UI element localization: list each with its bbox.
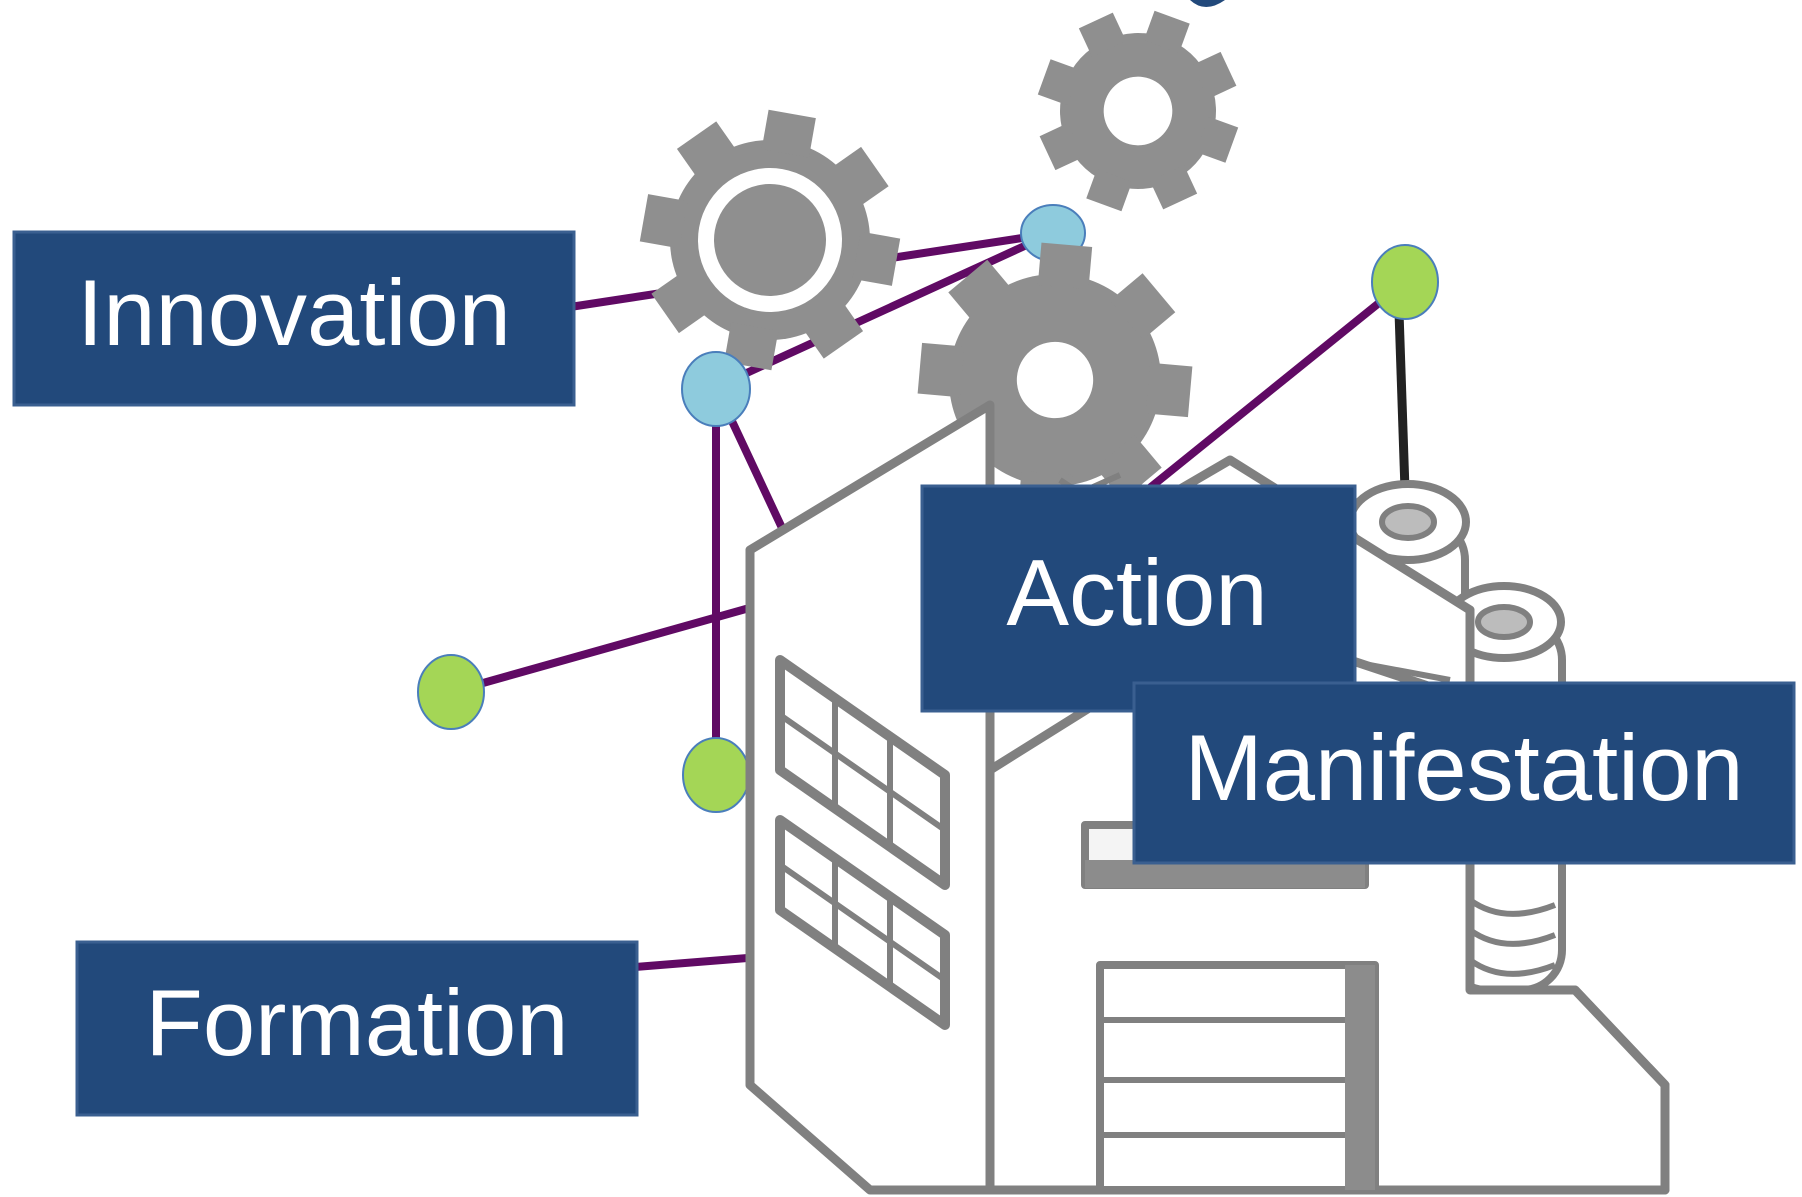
label-innovation-text: Innovation bbox=[77, 260, 511, 365]
connector-formation bbox=[634, 953, 761, 971]
gear-icon bbox=[1010, 0, 1266, 239]
window-upper-dividers bbox=[778, 700, 947, 848]
label-innovation: Innovation bbox=[12, 230, 576, 407]
label-innovation-box bbox=[12, 230, 576, 407]
label-formation-box bbox=[75, 940, 639, 1117]
label-action-text: Action bbox=[1006, 540, 1267, 645]
chimney-rings bbox=[1468, 897, 1557, 977]
garage-door-shadow bbox=[1345, 965, 1375, 1190]
label-action-box bbox=[920, 484, 1357, 713]
chimney-rear-hole bbox=[1379, 503, 1437, 541]
gear-icon bbox=[621, 91, 919, 389]
node-green-bottom bbox=[682, 737, 750, 813]
label-manifestation: Manifestation bbox=[1132, 681, 1796, 865]
garage-door-lines bbox=[1100, 1017, 1375, 1138]
node-blue-left bbox=[681, 351, 751, 427]
window-lower-dividers bbox=[778, 860, 947, 986]
connector-green-right bbox=[1107, 278, 1408, 524]
label-formation-text: Formation bbox=[145, 970, 568, 1075]
label-action: Action bbox=[920, 484, 1357, 713]
chimney-front-hole bbox=[1475, 604, 1533, 640]
front-header-shadow bbox=[1085, 860, 1365, 888]
gear-icon bbox=[908, 233, 1202, 527]
label-manifestation-box bbox=[1132, 681, 1796, 865]
connector-green-left bbox=[449, 601, 762, 696]
node-green-right bbox=[1371, 244, 1439, 320]
label-formation: Formation bbox=[75, 940, 639, 1117]
node-green-left bbox=[417, 654, 485, 730]
label-manifestation-text: Manifestation bbox=[1184, 715, 1743, 820]
top-edge-fragment bbox=[1190, 0, 1225, 7]
